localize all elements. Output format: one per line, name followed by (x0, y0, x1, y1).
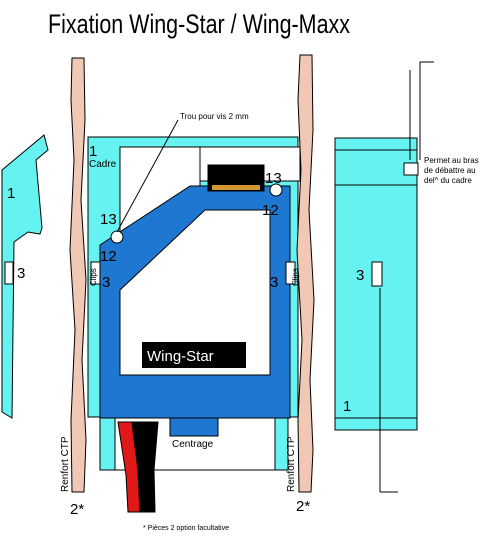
label-13-right: 13 (265, 170, 282, 187)
frame-label: Cadre (89, 159, 117, 170)
screw-hole-left (110, 230, 124, 244)
label-12-left: 12 (100, 248, 117, 265)
reinforcement-right (296, 54, 315, 493)
clip-left (90, 261, 101, 285)
battery-wires (117, 421, 159, 513)
label-3-left-profile: 3 (17, 265, 25, 282)
label-3-left-clip: 3 (102, 274, 110, 291)
reinforcement-label-left: Renfort CTP (60, 436, 71, 492)
reinforcement-label-right: Renfort CTP (286, 436, 297, 492)
side-view-part (334, 137, 419, 431)
label-1-left-profile: 1 (7, 185, 15, 202)
hole-note: Trou pour vis 2 mm (180, 112, 249, 121)
receiver-block (207, 164, 265, 192)
side-note-line-1: Permet au bras (424, 156, 479, 165)
diagram-title: Fixation Wing-Star / Wing-Maxx (48, 9, 350, 39)
battery-name-background (142, 342, 246, 368)
screw-hole-right (269, 183, 283, 197)
clip-right (285, 261, 296, 285)
part-2-label-right: 2* (296, 498, 310, 515)
frame-number: 1 (89, 143, 97, 160)
label-3-side: 3 (356, 267, 364, 284)
label-12-right: 12 (262, 202, 279, 219)
battery-name: Wing-Star (147, 348, 214, 365)
label-1-side: 1 (343, 398, 351, 415)
centering-label: Centrage (172, 439, 214, 450)
side-dimension-lines (379, 61, 434, 493)
footnote: * Pièces 2 option facultative (143, 525, 229, 532)
side-note-line-3: del^ du cadre (424, 176, 472, 185)
side-note-line-2: de débattre au (424, 166, 476, 175)
left-profile-part (1, 134, 49, 419)
part-2-label-left: 2* (70, 501, 84, 518)
label-13-left: 13 (100, 211, 117, 228)
label-3-right-clip: 3 (270, 274, 278, 291)
hole-note-leader (116, 119, 179, 233)
reinforcement-left (69, 57, 87, 493)
clips-label-right: Clips (291, 268, 300, 286)
clips-label-left: Clips (89, 268, 98, 286)
